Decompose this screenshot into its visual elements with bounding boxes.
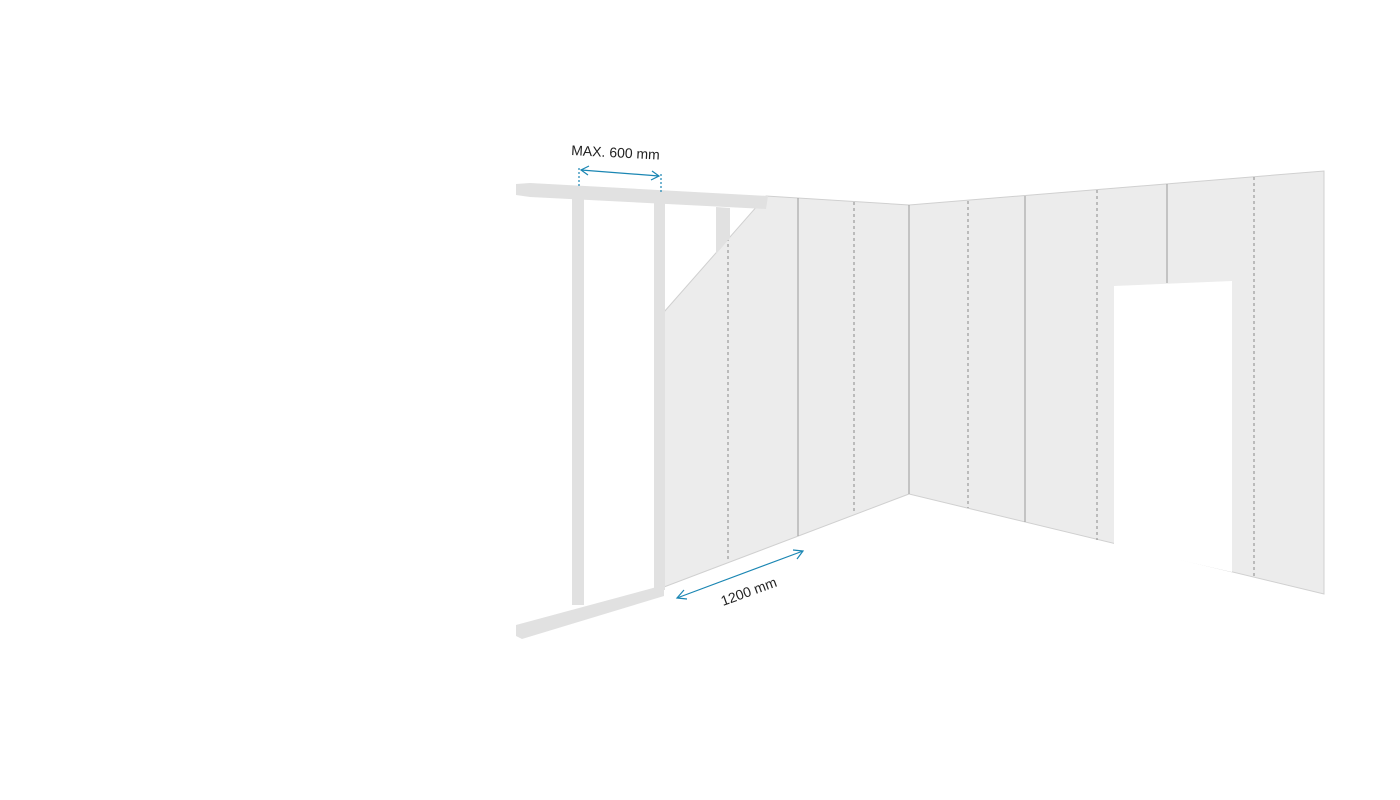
board-width-dimension	[675, 549, 805, 600]
stud	[716, 207, 730, 254]
arrowhead-icon	[650, 170, 661, 181]
right-wall	[908, 170, 1325, 595]
left-wall-boards	[663, 195, 910, 588]
arrowhead-icon	[792, 549, 805, 560]
stud-spacing-label: MAX. 600 mm	[571, 142, 660, 163]
left-wall	[663, 195, 910, 588]
stud-spacing-dimension	[578, 165, 662, 192]
stud-framework	[516, 183, 768, 639]
bottom-track	[516, 585, 664, 639]
stud	[654, 203, 665, 590]
dimension-arrow-line	[676, 550, 804, 599]
arrowhead-icon	[675, 589, 688, 600]
door-opening	[1114, 281, 1232, 572]
arrowhead-icon	[579, 165, 590, 176]
dimension-arrow-line	[580, 169, 660, 177]
top-track	[516, 183, 768, 209]
stud	[572, 195, 584, 605]
